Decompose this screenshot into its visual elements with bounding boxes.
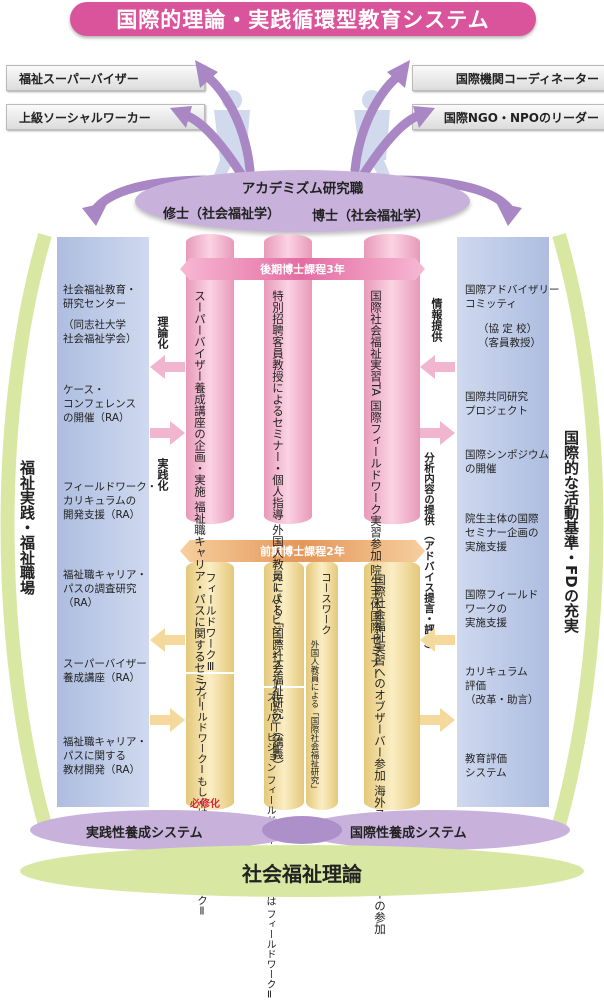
left-vertical-label: 福祉実践・福祉職場 <box>18 460 36 595</box>
flow-info-label: 情報提供 <box>430 298 443 342</box>
late-text-supervisor: スーパーバイザー養成講座の企画・実施 福祉職キャリア・パスに関するセミナー <box>193 290 207 708</box>
foundation-label: 社会福祉理論 <box>242 862 362 886</box>
early-text-coursework-sub: 外国人教員による「国際社会福祉研究」 <box>309 640 319 793</box>
masters-degree: 修士（社会福祉学） <box>163 207 281 222</box>
right-item-partners: （協 定 校） （客員教授） <box>478 323 541 349</box>
left-panel <box>57 237 149 807</box>
early-column-4 <box>364 560 420 810</box>
late-column-3 <box>364 234 420 524</box>
left-item-education-center: 社会福祉教育・ 研究センター <box>63 284 137 310</box>
early-column-1 <box>186 560 234 810</box>
tag-senior-socialworker: 上級ソーシャルワーカー <box>6 104 205 130</box>
tag-ngo-leader: 国際NGO・NPOのリーダー <box>412 104 604 130</box>
tag-label: 福祉スーパーバイザー <box>19 71 139 86</box>
tag-label: 国際機関コーディネーター <box>455 71 599 86</box>
right-vertical-label: 国際的な活動基準・FDの充実 <box>562 430 580 633</box>
right-system-label: 国際性養成システム <box>350 826 467 841</box>
left-item-doshisha: （同志社大学 社会福祉学会） <box>63 319 137 345</box>
early-text-fw3: フィールドワークⅢ <box>204 572 217 673</box>
required-label: 必修化 <box>190 799 220 810</box>
tag-label: 上級ソーシャルワーカー <box>19 110 151 125</box>
late-column-2 <box>264 234 312 524</box>
left-item-fieldwork-curriculum: フィールドワーク・ カリキュラムの 開発支援（RA） <box>63 481 158 521</box>
left-item-career-materials: 福祉職キャリア・ パスに関する 教材開発（RA） <box>63 736 147 776</box>
foundation-ellipse <box>20 845 584 897</box>
flow-practice-label: 実践化 <box>156 458 169 491</box>
early-text-coursework: コースワーク <box>320 572 332 635</box>
early-text-sv3: スーパービジョン フィールドワークⅢ <box>270 572 282 756</box>
early-band-shape <box>180 540 425 562</box>
academism-ellipse <box>135 170 470 232</box>
flow-analysis-label: 分析内容の提供 （アドバイス提言・評価） <box>423 452 435 656</box>
flow-theory-label: 理論化 <box>156 316 169 349</box>
right-item-education-eval: 教育評価 システム <box>465 753 507 779</box>
late-column-1 <box>186 234 234 524</box>
tag-label: 国際NGO・NPOのリーダー <box>443 110 599 125</box>
late-text-international: 国際社会福祉実習TA 国際フィールドワーク実習参加 院生主体国際セミナー <box>369 290 383 680</box>
page-title: 国際的理論・実践循環型教育システム <box>116 8 490 32</box>
flow-arrows <box>150 355 455 732</box>
title-bar: 国際的理論・実践循環型教育システム <box>70 2 536 36</box>
center-overlap <box>262 816 342 844</box>
left-item-case-conference: ケース・ コンフェレンス の開催（RA） <box>63 384 136 424</box>
right-item-advisory: 国際アドバイザリー コミッティ <box>465 284 560 310</box>
left-item-supervisor-course: スーパーバイザー 養成講座（RA） <box>63 658 147 684</box>
tag-supervisor: 福祉スーパーバイザー <box>6 65 205 91</box>
late-band-label: 後期博士課程3年 <box>260 263 345 276</box>
left-system-ellipse <box>30 810 300 850</box>
left-item-career-research: 福祉職キャリア・ パスの調査研究 （RA） <box>63 569 147 609</box>
left-system-label: 実践性養成システム <box>86 826 203 841</box>
early-band-label: 前期博士課程2年 <box>260 545 345 558</box>
right-system-ellipse <box>300 810 570 850</box>
right-panel <box>457 237 549 807</box>
academism-title: アカデミズム研究職 <box>241 181 364 197</box>
late-text-guest-professor: 特別招聘客員教授によるセミナー・個人指導 外国人教員による「国際社会福祉研究」（… <box>271 290 285 771</box>
late-band-shape <box>180 258 425 280</box>
late-band: 後期博士課程3年 <box>180 258 425 280</box>
divider <box>186 672 234 674</box>
divider <box>264 686 304 688</box>
right-item-fieldwork-support: 国際フィールド ワークの 実施支援 <box>465 589 539 629</box>
doctor-degree: 博士（社会福祉学） <box>312 209 430 224</box>
tag-coordinator: 国際機関コーディネーター <box>412 65 604 91</box>
right-item-curriculum-eval: カリキュラム 評価 （改革・助言） <box>465 666 539 706</box>
right-item-seminar-support: 院生主体の国際 セミナー企画の 実施支援 <box>465 513 539 553</box>
early-band: 前期博士課程2年 <box>180 540 425 562</box>
right-item-joint-research: 国際共同研究 プロジェクト <box>465 391 528 417</box>
early-column-3 <box>306 560 338 810</box>
green-arcs <box>0 233 604 827</box>
early-column-2 <box>264 560 304 810</box>
right-item-symposium: 国際シンポジウム の開催 <box>465 449 549 475</box>
